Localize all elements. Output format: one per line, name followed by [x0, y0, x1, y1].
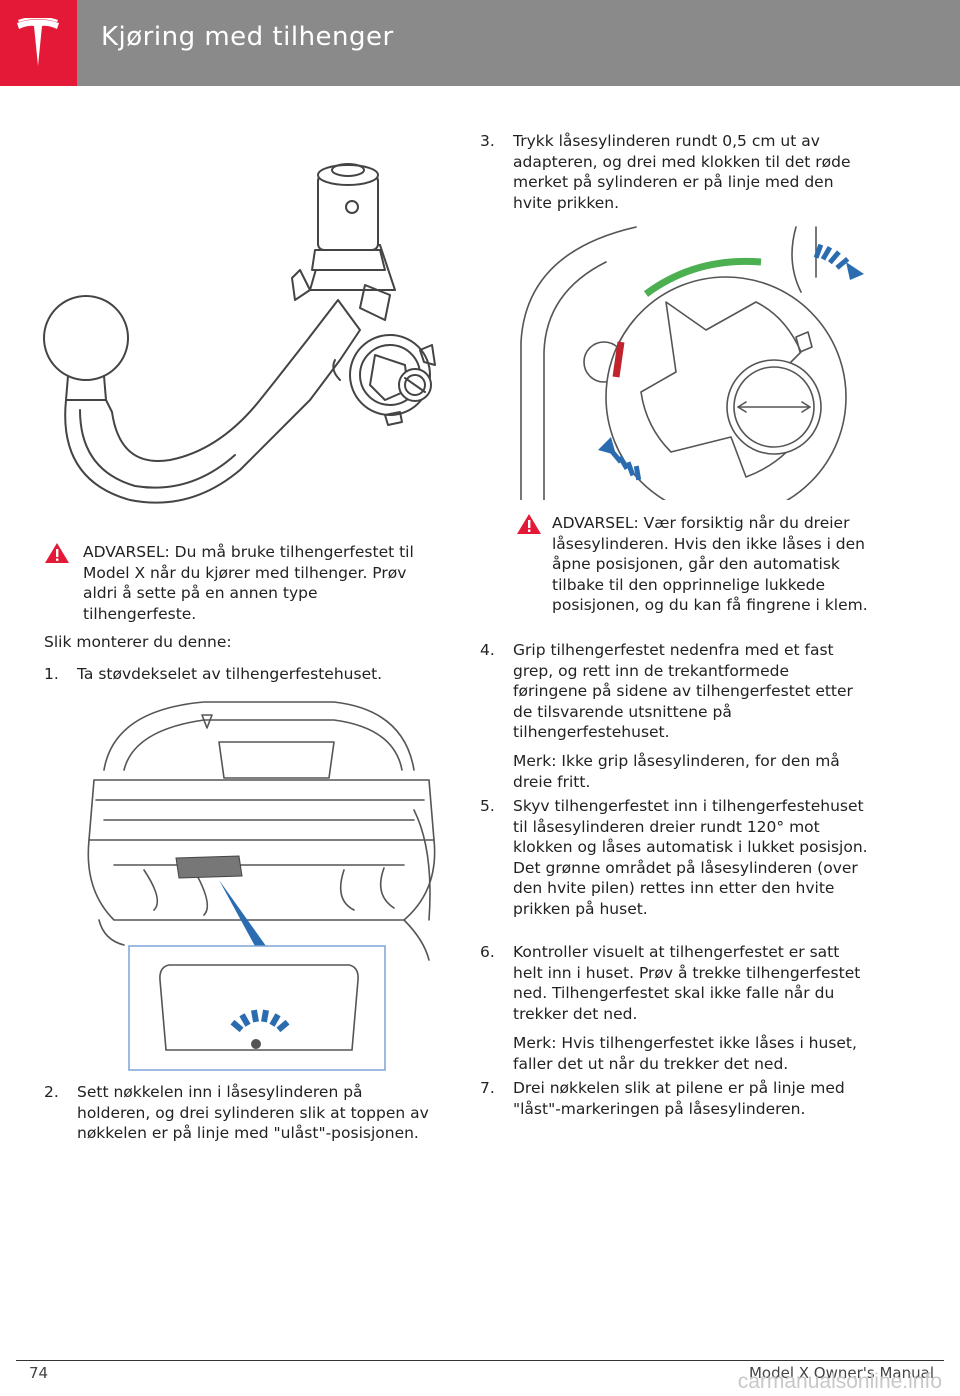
step-text: Skyv tilhengerfestet inn i tilhengerfest… [513, 797, 868, 918]
step-text: Kontroller visuelt at tilhengerfestet er… [513, 943, 861, 1023]
lock-cylinder-illustration [520, 226, 864, 500]
warning-text: ADVARSEL: Du må bruke tilhengerfestet ti… [83, 543, 414, 623]
footer-divider [16, 1360, 944, 1361]
warning-text: ADVARSEL: Vær forsiktig når du dreier lå… [552, 514, 868, 614]
warning-triangle-icon [517, 514, 541, 534]
step-number: 7. [480, 1079, 495, 1097]
tesla-logo-icon [17, 18, 59, 66]
step-text: Grip tilhengerfestet nedenfra med et fas… [513, 641, 853, 741]
install-intro: Slik monterer du denne: [44, 633, 232, 651]
step-text: Ta støvdekselet av tilhengerfestehuset. [77, 665, 383, 683]
step-number: 3. [480, 132, 495, 150]
step-number: 4. [480, 641, 495, 659]
note-falls-out: Merk: Hvis tilhengerfestet ikke låses i … [513, 1034, 857, 1073]
page-header: Kjøring med tilhenger [0, 0, 960, 86]
step-text: Sett nøkkelen inn i låsesylinderen på ho… [77, 1083, 429, 1142]
step-number: 1. [44, 665, 59, 683]
page-number: 74 [29, 1364, 49, 1382]
page-title: Kjøring med tilhenger [101, 22, 394, 52]
manual-name: Model X Owner's Manual [748, 1364, 934, 1382]
step-number: 5. [480, 797, 495, 815]
step-text: Trykk låsesylinderen rundt 0,5 cm ut av … [513, 132, 851, 212]
tesla-logo [0, 0, 77, 86]
rear-bumper-illustration [87, 701, 436, 1071]
step-text: Drei nøkkelen slik at pilene er på linje… [513, 1079, 845, 1118]
warning-triangle-icon [45, 543, 69, 563]
tow-hitch-illustration [43, 163, 436, 504]
watermark: carmanualsonline.info [737, 1370, 942, 1393]
step-number: 2. [44, 1083, 59, 1101]
note-do-not-grip: Merk: Ikke grip låsesylinderen, for den … [513, 752, 840, 791]
step-number: 6. [480, 943, 495, 961]
